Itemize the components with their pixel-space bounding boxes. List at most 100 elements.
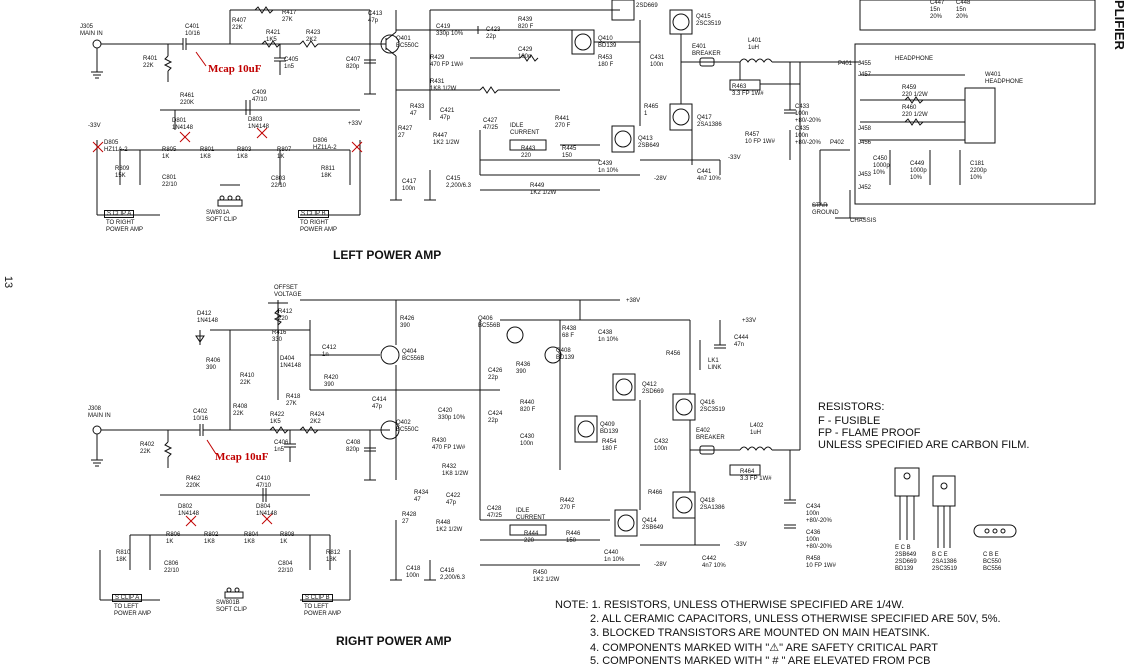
- label-r422: R422 1K5: [270, 412, 285, 425]
- label-c421: C421 47p: [440, 108, 455, 121]
- label-r444: R444 220: [524, 531, 539, 544]
- label-j457: J457: [858, 72, 872, 78]
- label-m33a: -33V: [88, 123, 101, 129]
- label-r457: R457 10 FP 1W#: [745, 132, 775, 145]
- label-offset: OFFSET VOLTAGE: [274, 285, 302, 298]
- label-c438: C438 1n 10%: [598, 330, 619, 343]
- label-r459: R459 220 1/2W: [902, 85, 928, 98]
- label-c414: C414 47p: [372, 397, 387, 410]
- package-2sb649: E C B 2SB649 2SD669 BD139: [895, 545, 917, 572]
- legend-carbon: UNLESS SPECIFIED ARE CARBON FILM.: [818, 439, 1030, 451]
- label-r802: R802 1K8: [204, 532, 219, 545]
- label-r412: R412 220: [278, 309, 293, 322]
- label-r805: R805 1K: [162, 147, 177, 160]
- label-c442: C442 4n7 10%: [702, 556, 726, 569]
- label-r408: R408 22K: [233, 404, 248, 417]
- label-c419: C419 330p 10%: [436, 24, 464, 37]
- note-3: 3. BLOCKED TRANSISTORS ARE MOUNTED ON MA…: [590, 627, 930, 639]
- label-d803: D803 1N4148: [248, 117, 270, 130]
- label-r463: R463 3.3 FP 1W#: [732, 84, 764, 97]
- label-c429: C429 100n: [518, 47, 533, 60]
- label-r406: R406 390: [206, 358, 221, 371]
- right-amp-title: RIGHT POWER AMP: [336, 634, 452, 648]
- red-x-marks: [92, 127, 363, 527]
- label-r402: R402 22K: [140, 442, 155, 455]
- label-q415: Q415 2SC3519: [696, 14, 722, 27]
- label-q404: Q404 BC556B: [402, 349, 425, 362]
- label-r427: R427 27: [398, 126, 413, 139]
- label-c432: C432 100n: [654, 439, 669, 452]
- label-r418: R418 27K: [286, 394, 301, 407]
- label-r807: R807 1K: [277, 147, 292, 160]
- label-c448: C448 15n 20%: [956, 0, 971, 20]
- label-r423: R423 2K2: [306, 30, 321, 43]
- label-r429: R429 470 FP 1W#: [430, 55, 464, 68]
- label-to-right-1: TO RIGHT POWER AMP: [106, 220, 144, 233]
- label-r453: R453 180 F: [598, 55, 614, 68]
- label-c439: C439 1n 10%: [598, 161, 619, 174]
- label-w401: W401 HEADPHONE: [985, 72, 1024, 85]
- label-r440: R440 820 F: [520, 400, 536, 413]
- label-r421: R421 1K5: [266, 30, 281, 43]
- package-2sa1386: B C E 2SA1386 2SC3519: [932, 552, 958, 572]
- label-sclip-a-right: S CLIP A: [112, 594, 143, 602]
- label-j458: J458: [858, 126, 872, 132]
- label-r449: R449 1K2 1/2W: [530, 183, 557, 196]
- label-c435: C435 100n +80/-20%: [795, 126, 821, 146]
- label-r810: R810 18K: [116, 550, 131, 563]
- label-c416: C416 2,200/6.3: [440, 568, 466, 581]
- label-c804: C804 22/10: [278, 561, 294, 574]
- label-r436: R436 390: [516, 362, 531, 375]
- label-r441: R441 270 F: [555, 116, 571, 129]
- legend-flame-proof: FP - FLAME PROOF: [818, 427, 921, 439]
- label-j453: J453: [858, 172, 872, 178]
- input-jack-j308: [92, 425, 102, 435]
- label-c431: C431 100n: [650, 55, 665, 68]
- page-number: 13: [2, 275, 15, 289]
- legend-fusible: F - FUSIBLE: [818, 415, 881, 427]
- label-sw801a: SW801A SOFT CLIP: [206, 210, 237, 223]
- label-r447: R447 1K2 1/2W: [433, 133, 460, 146]
- label-c407: C407 820p: [346, 57, 361, 70]
- label-r804: R804 1K8: [244, 532, 259, 545]
- label-r458: R458 10 FP 1W#: [806, 556, 836, 569]
- label-c803: C803 22/10: [271, 176, 287, 189]
- label-c401: C401 10/16: [185, 24, 201, 37]
- label-sclip-b-right: S CLIP B: [302, 594, 333, 602]
- label-j456: J456: [858, 140, 872, 146]
- label-r432: R432 1K8 1/2W: [442, 464, 469, 477]
- label-m28a: -28V: [654, 176, 667, 182]
- label-e401: E401 BREAKER: [692, 44, 721, 57]
- label-idle-left: IDLE CURRENT: [510, 123, 540, 136]
- label-r806: R806 1K: [166, 532, 181, 545]
- label-c433: C433 100n +80/-20%: [795, 104, 821, 124]
- label-q418: Q418 2SA1386: [700, 498, 725, 511]
- legend-heading: RESISTORS:: [818, 401, 885, 413]
- label-j455: J455: [858, 61, 872, 67]
- package-bc550: C B E BC550 BC556: [983, 552, 1002, 572]
- label-q414: Q414 2SB649: [642, 518, 664, 531]
- label-m28: -28V: [654, 562, 667, 568]
- label-r424: R424 2K2: [310, 412, 325, 425]
- label-r809: R809 15K: [115, 166, 130, 179]
- transistor-q402: [380, 420, 400, 440]
- label-c427: C427 47/25: [483, 118, 499, 131]
- label-r462: R462 220K: [186, 476, 201, 489]
- label-c430: C430 100n: [520, 434, 535, 447]
- note-4: 4. COMPONENTS MARKED WITH "⚠" ARE SAFETY…: [590, 642, 938, 654]
- label-c801: C801 22/10: [162, 175, 178, 188]
- label-idle-right: IDLE CURRENT: [516, 508, 546, 521]
- label-r454: R454 180 F: [602, 439, 618, 452]
- label-r460: R460 220 1/2W: [902, 105, 928, 118]
- label-c412: C412 1n: [322, 345, 337, 358]
- label-l401: L401 1uH: [748, 38, 762, 51]
- label-c408: C408 820p: [346, 440, 361, 453]
- label-c410: C410 47/10: [256, 476, 272, 489]
- label-c409: C409 47/10: [252, 90, 268, 103]
- label-r448: R448 1K2 1/2W: [436, 520, 463, 533]
- label-r434: R434 47: [414, 490, 429, 503]
- label-r443: R443 220: [521, 146, 536, 159]
- label-r464: R464 3.3 FP 1W#: [740, 469, 772, 482]
- label-c450: C450 1000p 10%: [873, 156, 890, 176]
